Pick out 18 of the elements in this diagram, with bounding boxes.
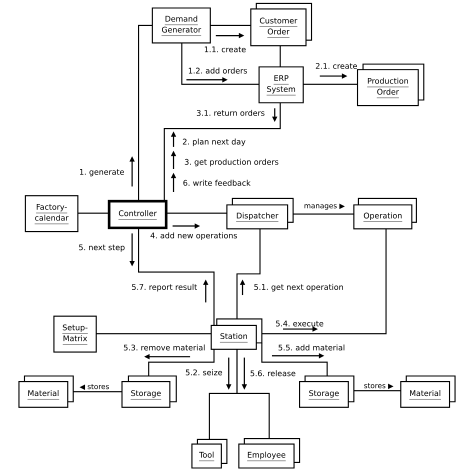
- connector-line: [73, 391, 122, 392]
- connector-line: [236, 349, 270, 439]
- connector-line: [261, 342, 328, 376]
- connector-line: [138, 24, 152, 202]
- connector-line: [280, 46, 281, 67]
- connector-line: [262, 228, 387, 334]
- connector-line: [148, 349, 215, 376]
- connector-line: [293, 214, 354, 215]
- connector-line: [78, 212, 110, 214]
- connector-line: [166, 212, 227, 214]
- connector-line: [164, 102, 281, 202]
- connector-line: [181, 42, 260, 85]
- connector-line: [138, 228, 215, 326]
- connector-line: [303, 84, 358, 85]
- connector-line: [354, 390, 401, 392]
- connector-line: [96, 333, 212, 334]
- connector-line: [236, 228, 261, 319]
- connector-line: [210, 24, 251, 26]
